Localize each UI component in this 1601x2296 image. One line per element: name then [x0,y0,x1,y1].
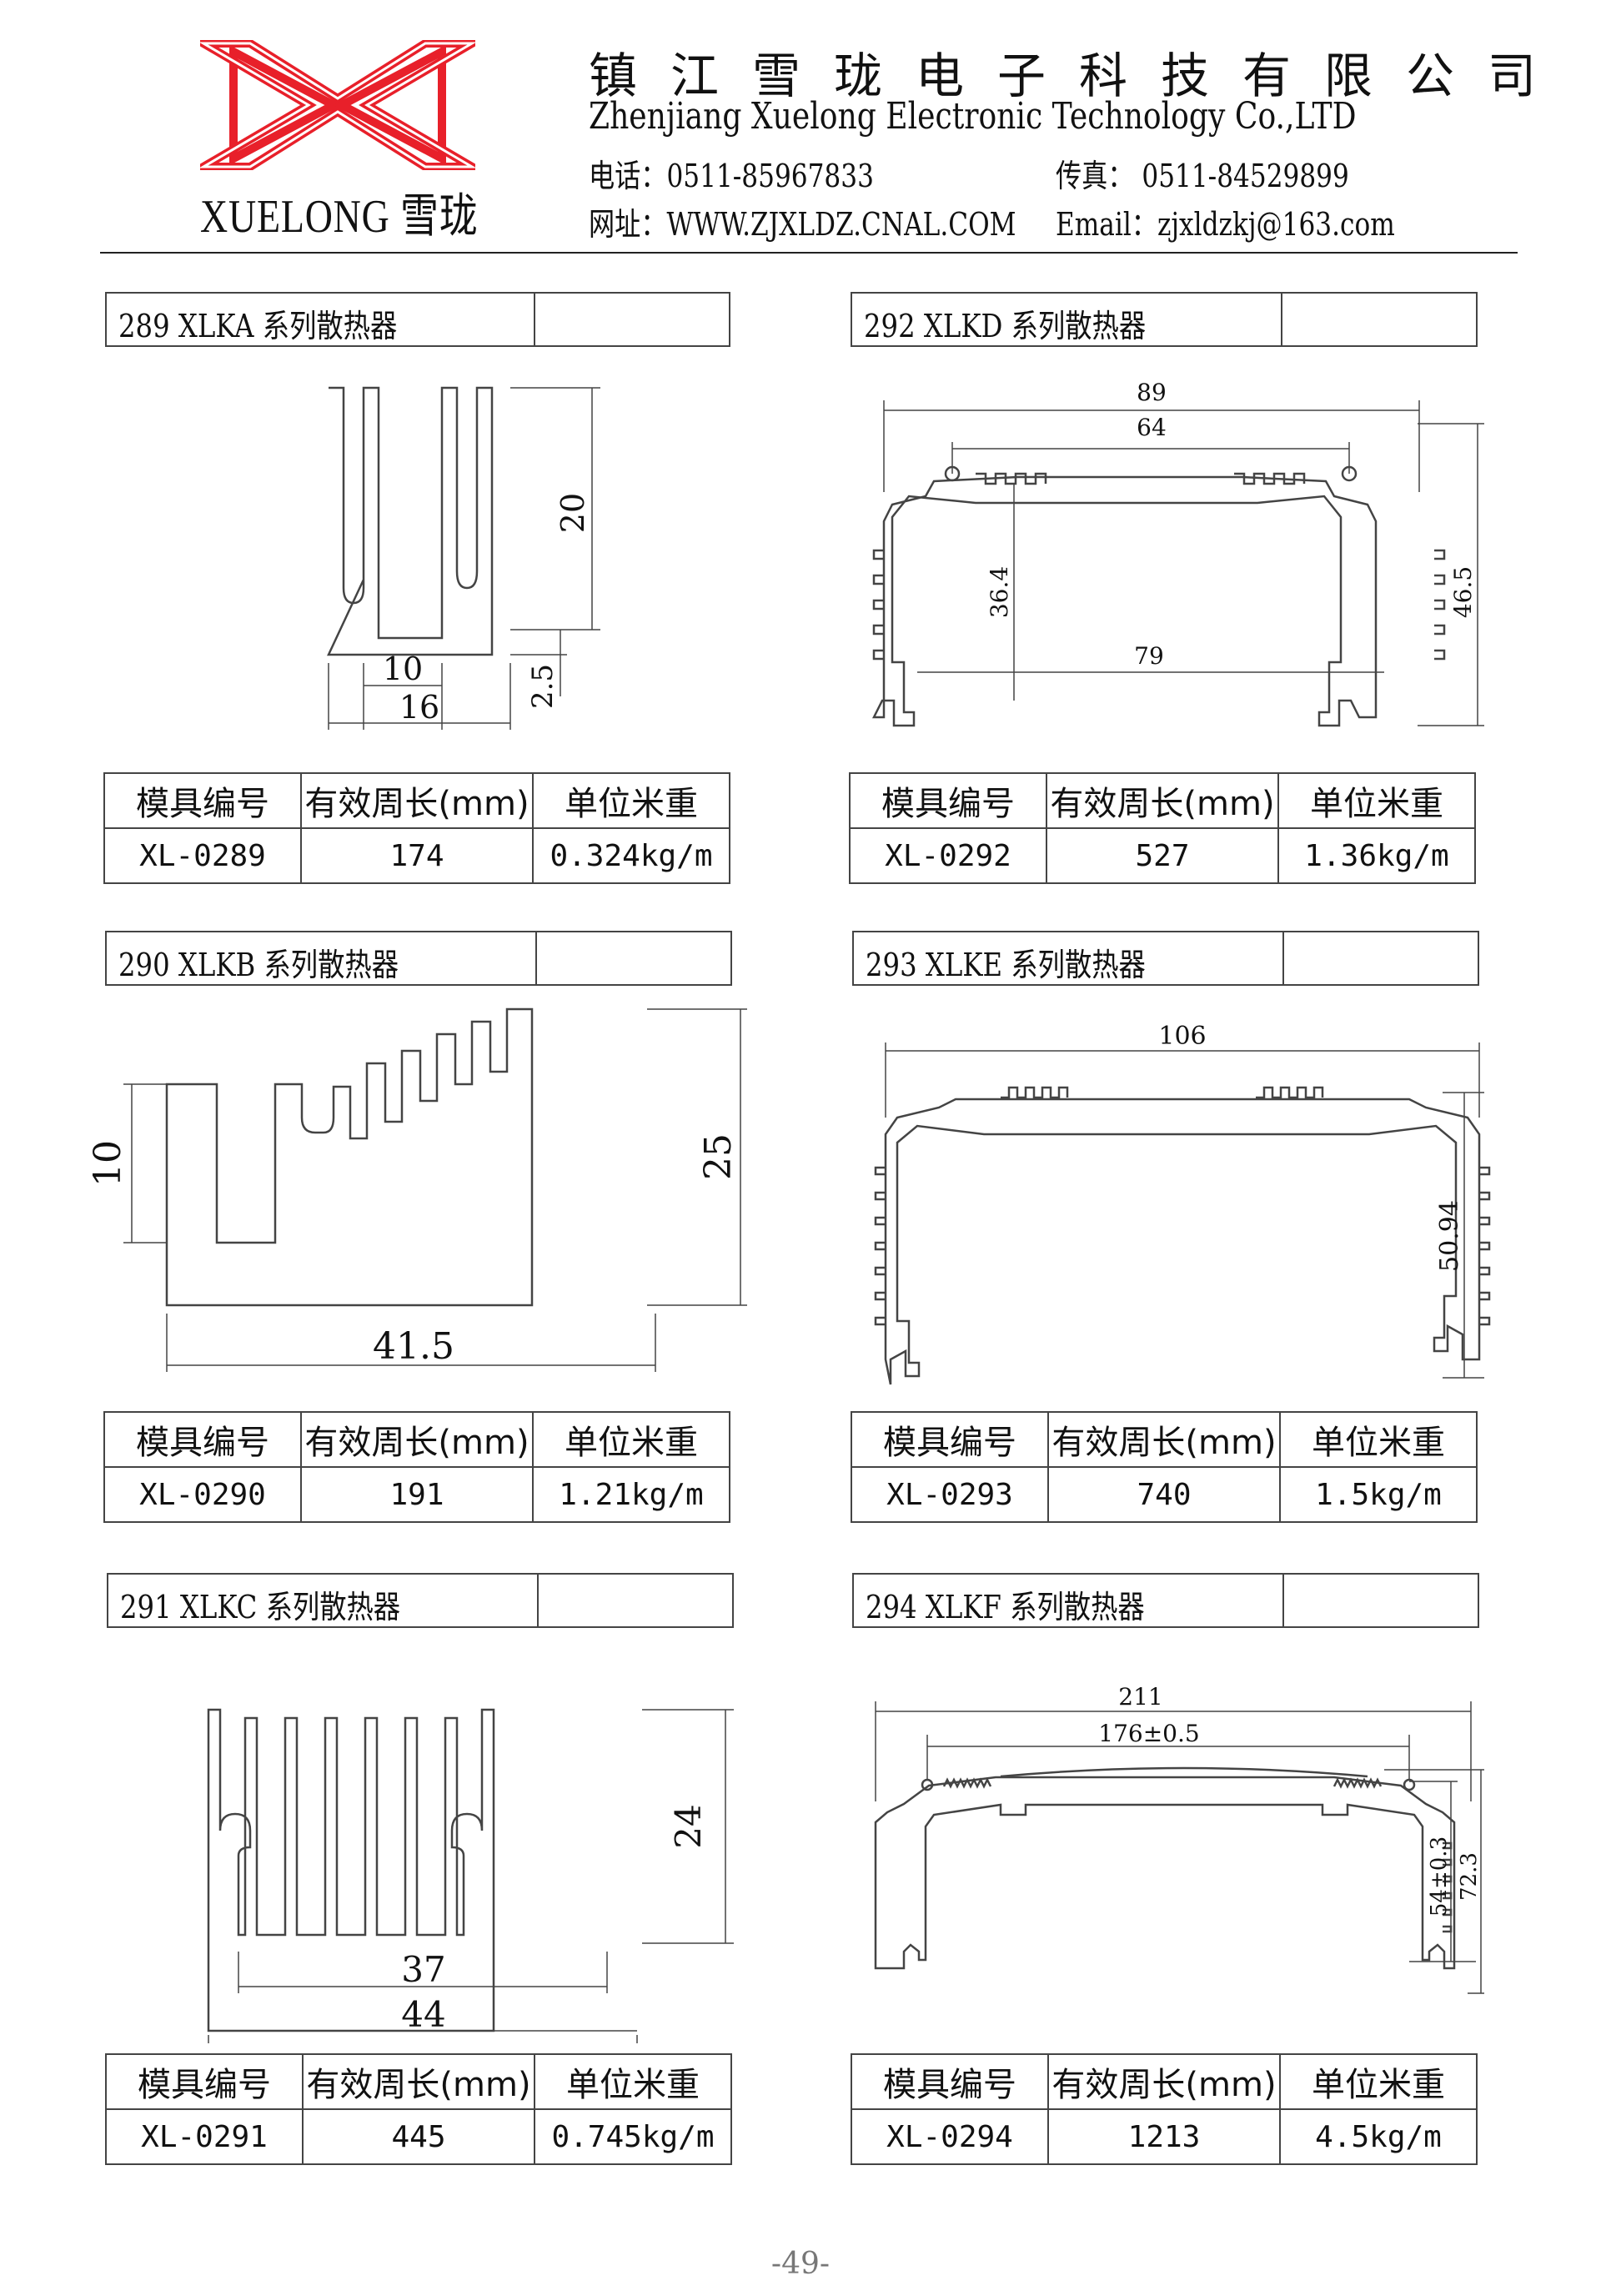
website-link[interactable]: 网址：WWW.ZJXLDZ.CNAL.COM [589,206,1016,243]
col-header-mold: 模具编号 [851,1411,1049,1468]
dim-label: 46.5 [1449,566,1477,618]
perimeter-value: 740 [1047,1466,1281,1523]
drawing-290: 10 25 41.5 [87,1007,747,1372]
product-title-text: 290 XLKB 系列散热器 [118,947,399,983]
dim-label: 176±0.5 [1098,1720,1199,1747]
dim-label: 64 [1137,414,1167,441]
product-title-293: 293 XLKE 系列散热器 [852,931,1479,986]
mold-number: XL-0290 [103,1466,302,1523]
col-header-perimeter: 有效周长(mm) [302,2053,535,2110]
col-header-perimeter: 有效周长(mm) [300,1411,534,1468]
phone-number: 电话：0511-85967833 [589,158,874,194]
dim-label: 89 [1137,379,1167,406]
xuelong-logo-icon [200,40,475,170]
dim-label: 72.3 [1457,1852,1482,1901]
drawing-292: 89 64 36.4 79 46.5 [871,379,1484,727]
dim-label: 44 [401,1994,445,2035]
col-header-perimeter: 有效周长(mm) [1046,772,1279,829]
dim-label: 50.94 [1435,1200,1464,1272]
weight-value: 1.36kg/m [1277,827,1476,884]
perimeter-value: 191 [300,1466,534,1523]
dim-label: 79 [1134,642,1164,670]
col-header-weight: 单位米重 [532,1411,730,1468]
col-header-mold: 模具编号 [105,2053,304,2110]
product-title-text: 293 XLKE 系列散热器 [866,947,1146,983]
product-title-text: 289 XLKA 系列散热器 [118,308,398,344]
product-title-text: 292 XLKD 系列散热器 [864,308,1147,344]
col-header-weight: 单位米重 [1279,1411,1478,1468]
fax-number: 传真： 0511-84529899 [1056,158,1349,194]
dim-label: 211 [1118,1683,1162,1711]
dim-label: 20 [555,493,591,533]
dim-label: 106 [1158,1022,1206,1051]
product-title-text: 291 XLKC 系列散热器 [120,1589,401,1625]
product-title-292: 292 XLKD 系列散热器 [851,292,1478,347]
dim-label: 10 [383,651,423,687]
weight-value: 0.745kg/m [534,2108,732,2165]
mold-number: XL-0292 [849,827,1047,884]
product-title-289: 289 XLKA 系列散热器 [105,292,730,347]
perimeter-value: 527 [1046,827,1279,884]
dim-label: 41.5 [373,1325,454,1368]
product-title-294: 294 XLKF 系列散热器 [852,1573,1479,1628]
perimeter-value: 445 [302,2108,535,2165]
dim-label: 2.5 [526,664,560,709]
dim-label: 25 [697,1133,740,1180]
col-header-mold: 模具编号 [849,772,1047,829]
dim-label: 10 [87,1140,129,1187]
dim-label: 37 [401,1949,445,1990]
col-header-weight: 单位米重 [534,2053,732,2110]
weight-value: 1.5kg/m [1279,1466,1478,1523]
perimeter-value: 1213 [1047,2108,1281,2165]
col-header-mold: 模具编号 [851,2053,1049,2110]
col-header-mold: 模具编号 [103,772,302,829]
company-name-en: Zhenjiang Xuelong Electronic Technology … [589,95,1357,138]
col-header-weight: 单位米重 [1279,2053,1478,2110]
drawing-289: 20 10 2.5 16 [327,386,600,730]
drawing-294: 211 176±0.5 54±0.3 72.3 [874,1683,1484,1994]
col-header-perimeter: 有效周长(mm) [1047,2053,1281,2110]
weight-value: 4.5kg/m [1279,2108,1478,2165]
product-title-290: 290 XLKB 系列散热器 [105,931,732,986]
col-header-perimeter: 有效周长(mm) [300,772,534,829]
mold-number: XL-0293 [851,1466,1049,1523]
product-title-291: 291 XLKC 系列散热器 [107,1573,734,1628]
drawing-293: 106 50.94 [874,1022,1491,1385]
weight-value: 1.21kg/m [532,1466,730,1523]
header-divider [100,252,1518,254]
dim-label: 24 [668,1804,709,1848]
dim-label: 36.4 [986,566,1013,618]
email-link[interactable]: Email：zjxldzkj@163.com [1056,206,1395,243]
dim-label: 54±0.3 [1427,1836,1452,1917]
drawing-291: 24 37 44 [207,1708,734,2043]
col-header-weight: 单位米重 [532,772,730,829]
col-header-mold: 模具编号 [103,1411,302,1468]
col-header-perimeter: 有效周长(mm) [1047,1411,1281,1468]
mold-number: XL-0294 [851,2108,1049,2165]
dim-label: 16 [399,689,439,726]
perimeter-value: 174 [300,827,534,884]
page-number: -49- [770,2247,831,2281]
company-name-cn: 镇江雪珑电子科技有限公司 [589,48,1570,104]
col-header-weight: 单位米重 [1277,772,1476,829]
weight-value: 0.324kg/m [532,827,730,884]
mold-number: XL-0289 [103,827,302,884]
mold-number: XL-0291 [105,2108,304,2165]
brand-name: XUELONG 雪珑 [200,191,479,243]
product-title-text: 294 XLKF 系列散热器 [866,1589,1145,1625]
